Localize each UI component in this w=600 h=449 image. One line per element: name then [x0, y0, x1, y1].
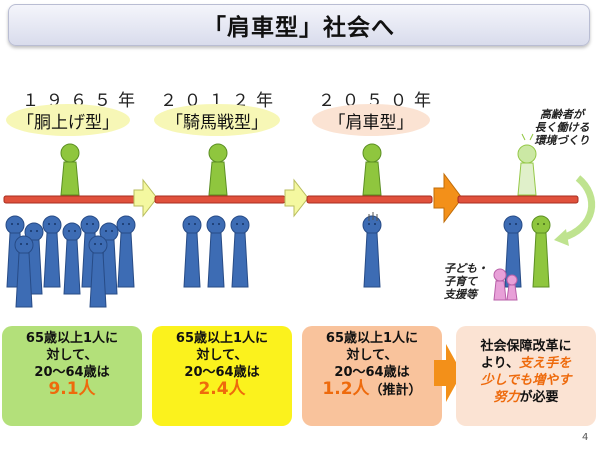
arrow-1: [133, 178, 158, 218]
reform-box: 社会保障改革に より、支え手を 少しでも増やす 努力が必要: [456, 326, 596, 426]
children-figures: [493, 268, 518, 301]
era-label-2012: 「騎馬戦型」: [154, 104, 280, 136]
plank-2012: [154, 195, 286, 204]
curved-arrow: [560, 175, 596, 242]
worker-2050: [362, 215, 382, 288]
side-note-elder-work: 高齢者が長く働ける環境づくり: [534, 108, 590, 147]
elder-figure-future: [517, 144, 537, 196]
workers-future: [503, 215, 551, 288]
side-note-child-support: 子ども・子育て支援等: [444, 262, 488, 301]
page-title: 「肩車型」社会へ: [203, 15, 395, 41]
info-box-2050: 65歳以上1人に 対して、 20～64歳は 1.2人（推計）: [302, 326, 442, 426]
workers-1965: [5, 215, 136, 308]
plank-1965: [3, 195, 137, 204]
info-box-1965: 65歳以上1人に 対して、 20～64歳は 9.1人: [2, 326, 142, 426]
plank-future: [457, 195, 579, 204]
arrow-2: [284, 178, 309, 218]
workers-2012: [182, 215, 250, 288]
elder-figure-1965: [60, 143, 80, 196]
info-box-2012: 65歳以上1人に 対して、 20～64歳は 2.4人: [152, 326, 292, 426]
plank-2050: [306, 195, 433, 204]
reform-arrow-icon: [434, 344, 462, 402]
era-label-2050: 「肩車型」: [312, 104, 430, 136]
arrow-3: [433, 172, 463, 224]
elder-figure-2012: [208, 143, 228, 196]
title-bar: 「肩車型」社会へ: [8, 4, 590, 46]
page-number: 4: [582, 432, 589, 443]
elder-figure-2050: [362, 143, 382, 196]
curved-arrow-head: [554, 229, 569, 246]
era-label-1965: 「胴上げ型」: [6, 104, 130, 136]
